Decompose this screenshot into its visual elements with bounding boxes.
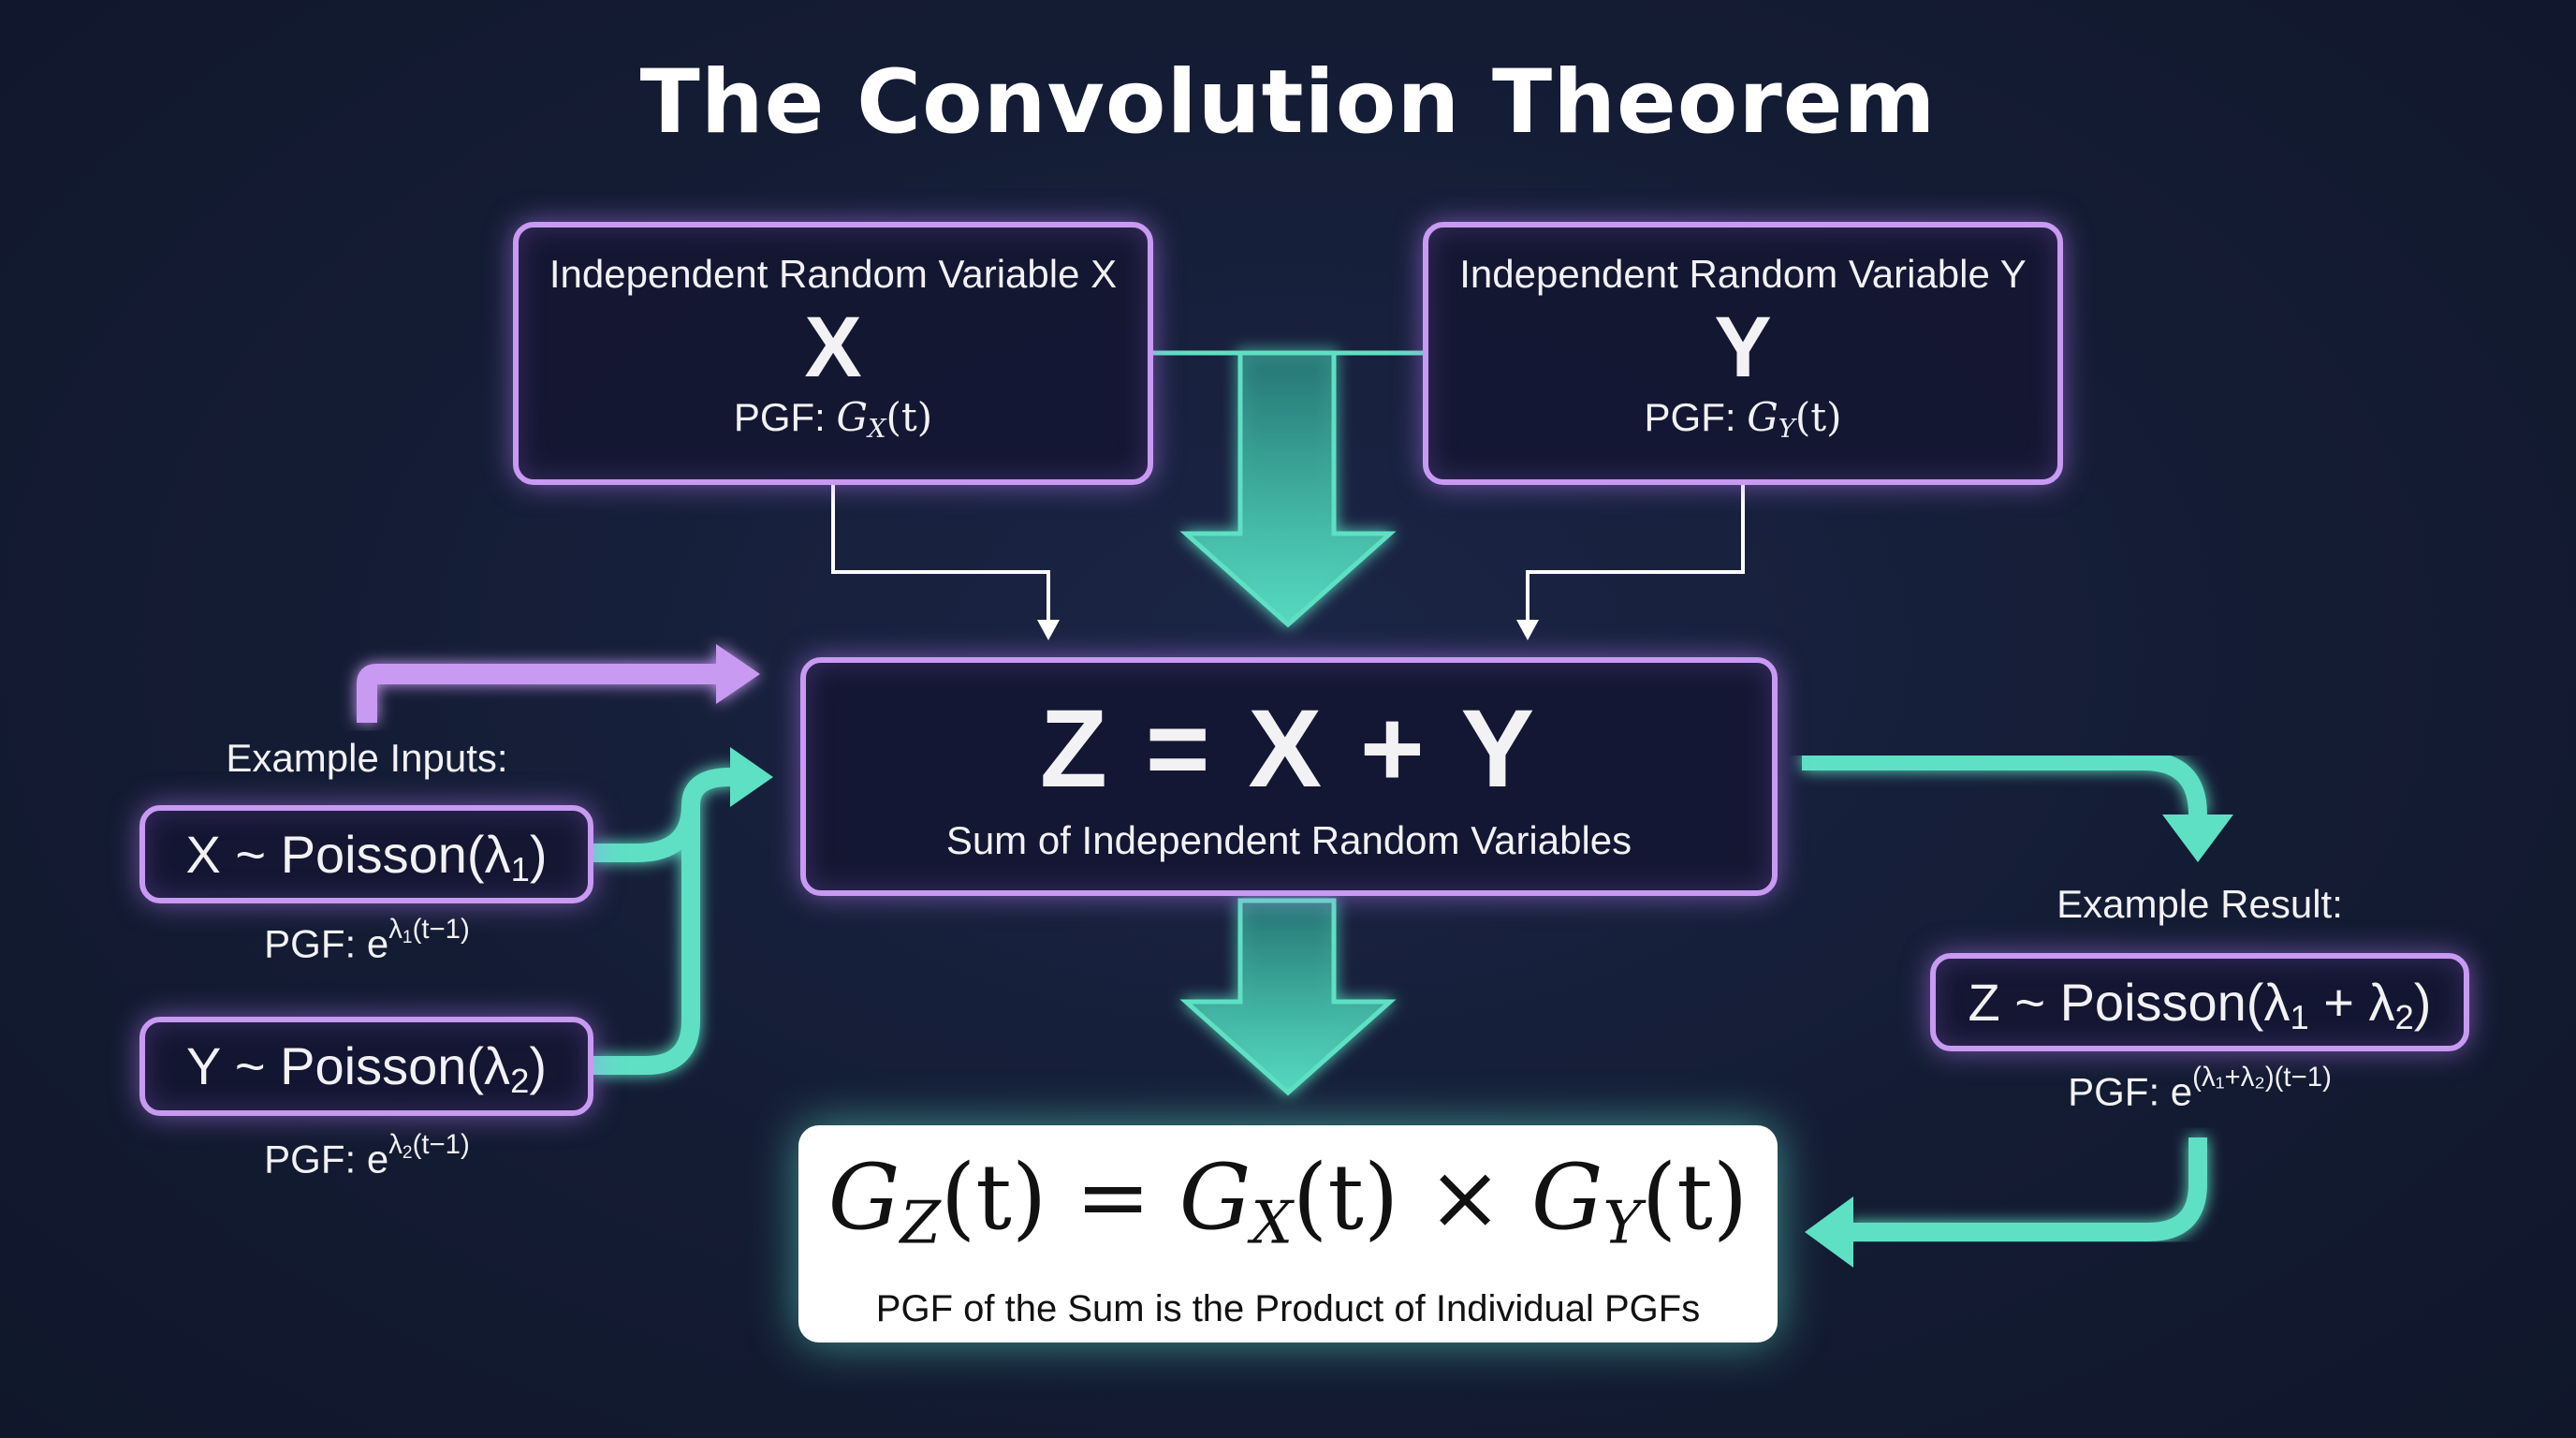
- variable-y-box: Independent Random Variable Y Y PGF: GY(…: [1423, 222, 2063, 485]
- example-result-box: Z ~ Poisson(λ1 + λ2): [1930, 953, 2469, 1051]
- teal-arrow-result-to-formula: [1849, 1137, 2207, 1241]
- input-y-box: Y ~ Poisson(λ2): [139, 1017, 593, 1116]
- variable-x-box: Independent Random Variable X X PGF: GX(…: [513, 222, 1153, 485]
- variable-x-label: Independent Random Variable X: [549, 252, 1118, 296]
- result-description: PGF of the Sum is the Product of Individ…: [875, 1287, 1701, 1329]
- teal-arrow-inputs-to-sum: [593, 768, 739, 1075]
- input-y-pgf: PGF: eλ2(t−1): [264, 1129, 470, 1181]
- big-arrow-down-bottom: [1179, 898, 1397, 1096]
- thin-arrow-x-to-sum: [831, 485, 1050, 625]
- sum-description: Sum of Independent Random Variables: [945, 818, 1632, 862]
- sum-equation: Z = X + Y: [1039, 687, 1539, 811]
- result-box: GZ(t) = GX(t) × GY(t) PGF of the Sum is …: [798, 1125, 1778, 1343]
- thin-arrow-y-to-sum: [1526, 485, 1745, 625]
- variable-x-letter: X: [804, 300, 862, 395]
- connector-x-teal: [1153, 350, 1243, 524]
- input-x-pgf: PGF: eλ1(t−1): [264, 914, 470, 966]
- connector-y-teal: [1331, 350, 1423, 524]
- variable-x-pgf: PGF: GX(t): [733, 394, 933, 444]
- example-result-pgf: PGF: e(λ₁+λ₂)(t−1): [2068, 1062, 2332, 1114]
- variable-y-label: Independent Random Variable Y: [1459, 252, 2027, 296]
- example-result-heading: Example Result:: [2056, 882, 2343, 926]
- variable-y-letter: Y: [1714, 300, 1772, 395]
- variable-y-pgf: PGF: GY(t): [1644, 394, 1842, 444]
- teal-arrow-sum-to-result: [1802, 752, 2207, 815]
- input-x-box: X ~ Poisson(λ1): [139, 805, 593, 903]
- big-arrow-down-top: [1179, 350, 1397, 628]
- example-inputs-heading: Example Inputs:: [226, 736, 508, 780]
- page-title: The Convolution Theorem: [639, 51, 1937, 154]
- purple-arrow: [357, 644, 760, 723]
- result-formula: GZ(t) = GX(t) × GY(t): [827, 1145, 1749, 1257]
- sum-box: Z = X + Y Sum of Independent Random Vari…: [800, 657, 1778, 896]
